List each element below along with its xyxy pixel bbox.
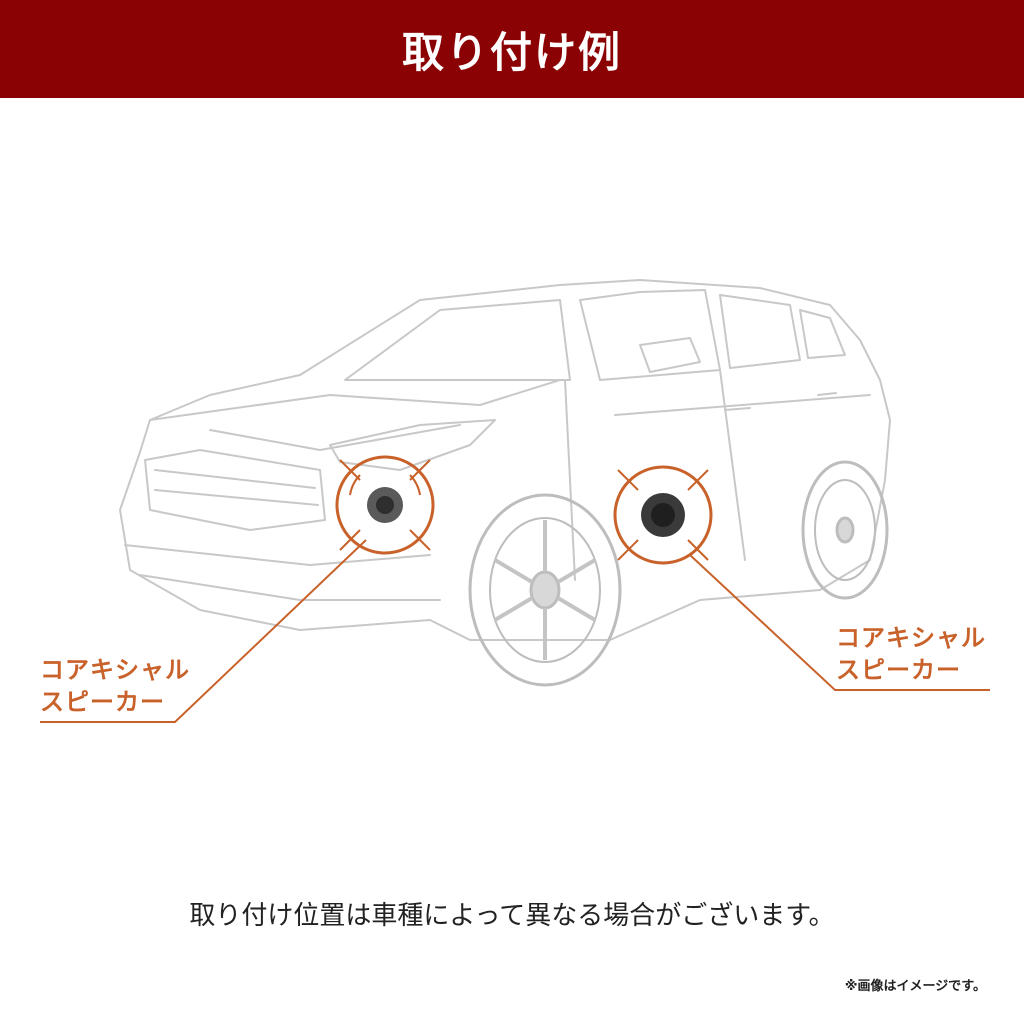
header-banner: 取り付け例: [0, 0, 1024, 98]
callout-line-1: コアキシャル: [836, 624, 986, 652]
image-footnote: ※画像はイメージです。: [844, 979, 986, 994]
left-speaker-callout: コアキシャル スピーカー: [40, 654, 190, 718]
left-leader-line: [40, 539, 367, 723]
right-speaker-callout: コアキシャル スピーカー: [836, 622, 986, 686]
callout-line-2: スピーカー: [836, 656, 961, 684]
door-speaker-marker: [613, 465, 713, 565]
front-speaker-marker: [335, 455, 435, 555]
callout-line-2: スピーカー: [40, 688, 165, 716]
callout-line-1: コアキシャル: [40, 656, 190, 684]
right-leader-line: [689, 554, 990, 691]
installation-note: 取り付け位置は車種によって異なる場合がございます。: [189, 901, 835, 931]
page-title: 取り付け例: [401, 27, 622, 77]
car-illustration: [40, 279, 990, 723]
